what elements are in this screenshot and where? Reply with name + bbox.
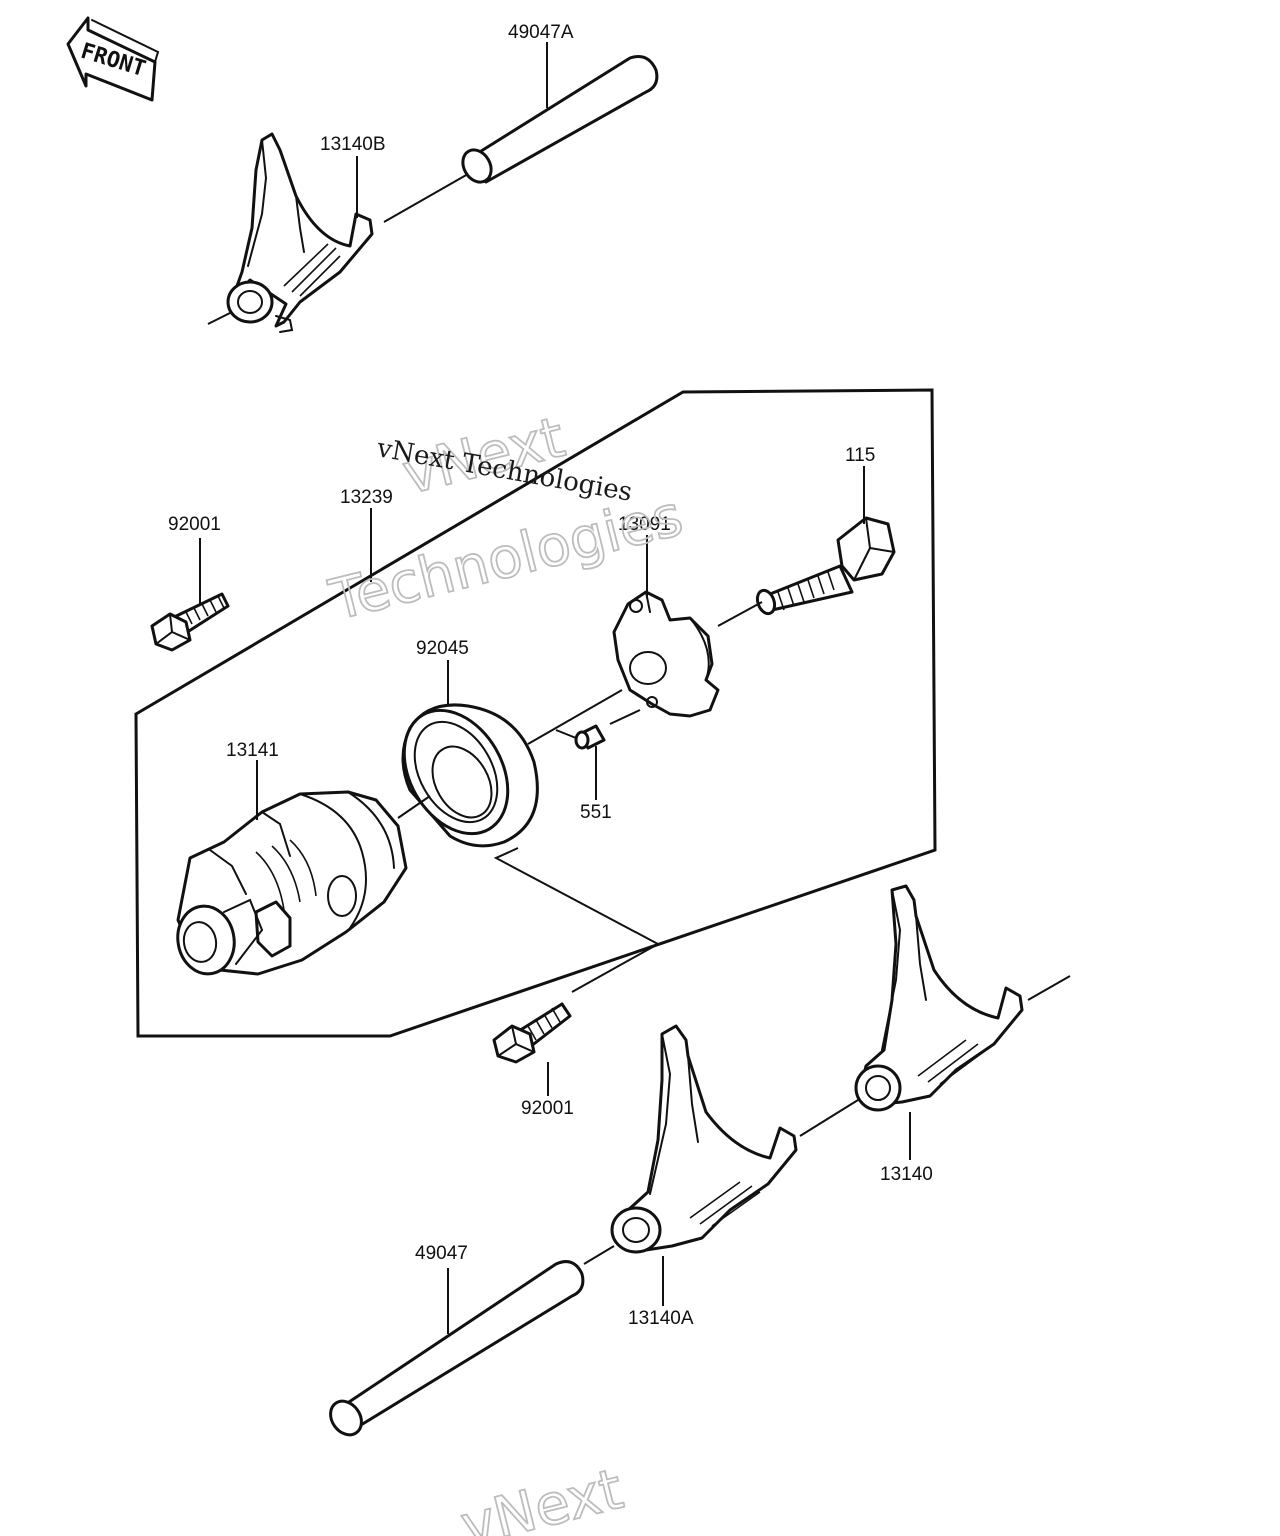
shift-fork-top — [226, 132, 374, 333]
shift-drum-13141 — [176, 790, 408, 976]
label-13239: 13239 — [340, 487, 393, 508]
bolt-92001-lower — [492, 1002, 572, 1064]
bolt-115 — [755, 516, 896, 616]
shift-rod-bottom — [329, 1260, 585, 1437]
label-13141: 13141 — [226, 740, 279, 761]
leader-lines — [199, 42, 1071, 1334]
label-92001-upper: 92001 — [168, 514, 221, 535]
label-92001-lower: 92001 — [521, 1098, 574, 1119]
label-13091: 13091 — [618, 514, 671, 535]
label-49047: 49047 — [415, 1243, 468, 1264]
label-13140A: 13140A — [628, 1308, 694, 1329]
watermark: vNext Technologies vNext Technologies vN… — [322, 404, 690, 1536]
part-labels: 49047A 13140B 115 13239 92001 13091 9204… — [168, 22, 933, 1329]
label-115: 115 — [845, 445, 875, 466]
shift-fork-13140A — [610, 1024, 798, 1254]
shift-rod-top — [461, 55, 659, 184]
label-92045: 92045 — [416, 638, 469, 659]
shift-fork-13140 — [854, 884, 1024, 1112]
drum-plate-13091 — [612, 590, 720, 718]
label-13140B: 13140B — [320, 134, 386, 155]
bearing-92045 — [401, 703, 539, 848]
label-13140: 13140 — [880, 1164, 933, 1185]
watermark-footer-partial: vNext — [455, 1457, 629, 1536]
label-551: 551 — [580, 802, 612, 823]
assembly-boundary — [134, 388, 937, 1038]
pin-551 — [574, 724, 606, 750]
front-arrow-icon: FRONT — [66, 16, 160, 102]
label-49047A: 49047A — [508, 22, 574, 43]
bolt-92001-upper — [150, 592, 230, 652]
